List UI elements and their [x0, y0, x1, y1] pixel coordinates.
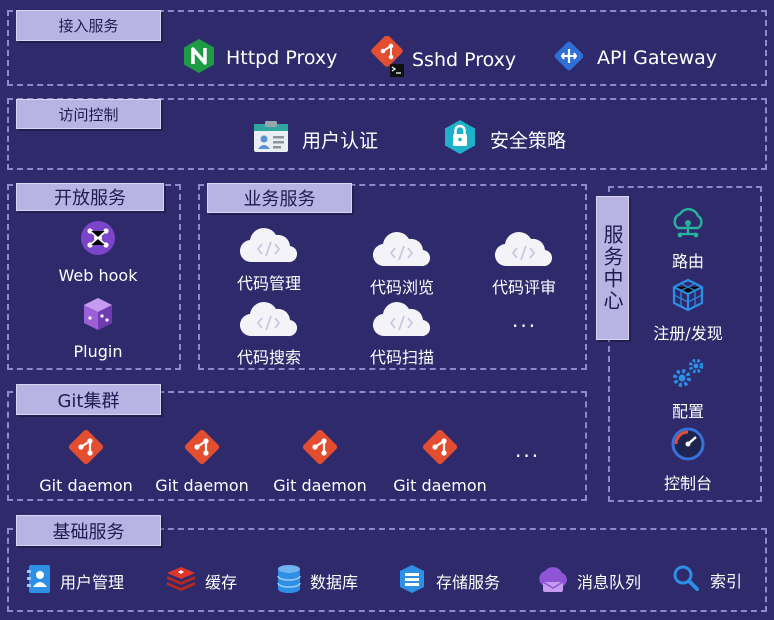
business-item: 代码搜索	[224, 300, 314, 368]
access-item-label: Httpd Proxy	[226, 47, 338, 69]
search-icon	[672, 564, 700, 596]
git-daemon-node: Git daemon	[260, 428, 380, 495]
acl-item-security: 安全策略	[442, 118, 566, 160]
webhook-icon	[80, 220, 116, 260]
git-cluster-more: ...	[515, 438, 541, 462]
base-item-label: 数据库	[310, 573, 359, 592]
route-icon	[670, 206, 706, 244]
access-item-label: API Gateway	[597, 47, 718, 69]
business-service-label: 业务服务	[207, 183, 352, 213]
dashboard-icon	[670, 426, 706, 466]
user-book-icon	[26, 564, 52, 598]
business-item-label: 代码搜索	[236, 348, 301, 367]
service-center-item-label: 注册/发现	[653, 324, 723, 343]
nginx-icon	[182, 38, 216, 78]
base-item-label: 缓存	[205, 573, 238, 592]
base-item-cache: 缓存	[165, 564, 237, 598]
registry-cube-icon	[671, 278, 705, 316]
business-service-layer	[198, 184, 587, 370]
base-item-label: 用户管理	[60, 573, 125, 592]
base-item-user: 用户管理	[26, 564, 124, 598]
service-center-layer	[608, 186, 762, 502]
business-item: 代码浏览	[357, 230, 447, 298]
message-queue-icon	[535, 564, 569, 598]
acl-item-auth: 用户认证	[252, 120, 378, 158]
base-item-label: 存储服务	[436, 573, 501, 592]
access-item-sshd: Sshd Proxy	[370, 35, 517, 84]
redis-icon	[165, 564, 197, 598]
open-service-label: 开放服务	[16, 183, 164, 211]
base-item-mq: 消息队列	[535, 564, 641, 598]
git-daemon-node: Git daemon	[380, 428, 500, 495]
business-item-label: 代码评审	[491, 278, 556, 297]
code-cloud-icon	[238, 226, 300, 268]
access-layer-label: 接入服务	[16, 10, 161, 41]
business-item: 代码管理	[224, 226, 314, 294]
service-center-item-route: 路由	[648, 206, 728, 272]
business-item-label: 代码浏览	[369, 278, 434, 297]
base-item-storage: 存储服务	[398, 564, 500, 598]
git-terminal-icon	[370, 35, 406, 84]
git-icon	[183, 428, 221, 470]
base-service-label: 基础服务	[16, 515, 161, 546]
business-item-label: 代码管理	[236, 274, 301, 293]
open-item-label: Web hook	[58, 266, 138, 285]
git-cluster-label: Git集群	[16, 384, 161, 415]
code-cloud-icon	[371, 230, 433, 272]
business-item: 代码扫描	[357, 300, 447, 368]
git-daemon-node: Git daemon	[142, 428, 262, 495]
business-more: ...	[512, 308, 538, 332]
service-center-item-console: 控制台	[648, 426, 728, 494]
access-item-api-gateway: API Gateway	[551, 38, 717, 78]
git-daemon-label: Git daemon	[155, 476, 249, 495]
git-daemon-node: Git daemon	[26, 428, 146, 495]
acl-item-label: 安全策略	[490, 129, 567, 152]
access-item-label: Sshd Proxy	[412, 49, 517, 71]
git-icon	[301, 428, 339, 470]
service-center-item-label: 配置	[671, 402, 704, 421]
base-item-label: 消息队列	[577, 573, 642, 592]
access-control-label: 访问控制	[16, 99, 161, 129]
business-item-label: 代码扫描	[369, 348, 434, 367]
open-item-label: Plugin	[73, 342, 123, 361]
git-icon	[421, 428, 459, 470]
git-icon	[67, 428, 105, 470]
code-cloud-icon	[371, 300, 433, 342]
open-item-webhook: Web hook	[50, 220, 146, 285]
service-center-item-label: 控制台	[663, 474, 712, 493]
base-item-database: 数据库	[276, 564, 358, 598]
access-control-layer	[7, 98, 767, 170]
git-cluster-layer	[7, 391, 587, 501]
access-item-httpd: Httpd Proxy	[182, 38, 337, 78]
service-center-item-registry: 注册/发现	[648, 278, 728, 344]
access-layer	[7, 10, 767, 86]
api-gateway-icon	[551, 38, 587, 78]
code-cloud-icon	[238, 300, 300, 342]
open-item-plugin: Plugin	[50, 296, 146, 361]
storage-icon	[398, 564, 426, 598]
service-center-item-label: 路由	[671, 252, 704, 271]
git-daemon-label: Git daemon	[39, 476, 133, 495]
base-item-index: 索引	[672, 564, 742, 596]
business-item: 代码评审	[479, 230, 569, 298]
git-daemon-label: Git daemon	[393, 476, 487, 495]
acl-item-label: 用户认证	[302, 129, 379, 152]
plugin-icon	[80, 296, 116, 336]
database-icon	[276, 564, 302, 598]
gears-icon	[670, 356, 706, 394]
service-center-label: 服务中心	[596, 196, 629, 340]
service-center-item-config: 配置	[648, 356, 728, 422]
git-daemon-label: Git daemon	[273, 476, 367, 495]
id-card-icon	[252, 120, 290, 158]
security-lock-icon	[442, 118, 478, 160]
base-service-layer	[7, 528, 767, 612]
code-cloud-icon	[493, 230, 555, 272]
base-item-label: 索引	[710, 572, 743, 591]
